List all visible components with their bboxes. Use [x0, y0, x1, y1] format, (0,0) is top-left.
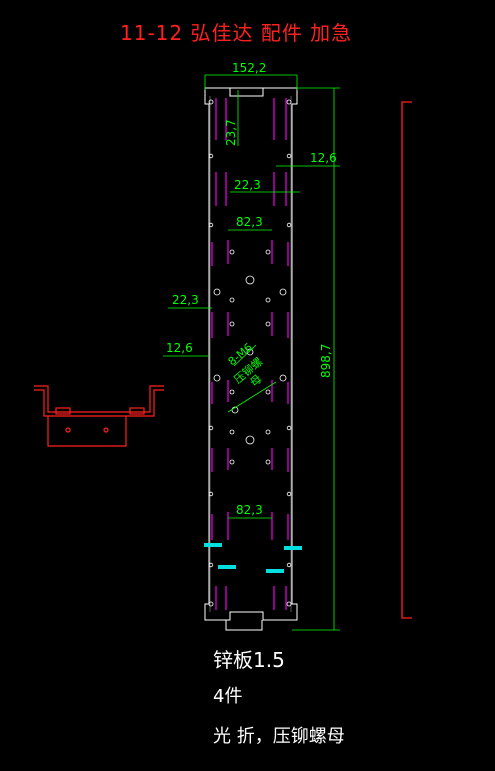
- side-bracket: [401, 101, 412, 619]
- plate-bottom-tab: [225, 620, 263, 631]
- dimension-lines: [163, 74, 340, 631]
- dim-inner-gap: 22,3: [234, 178, 261, 192]
- drawing-title: 11-12 弘佳达 配件 加急: [120, 21, 352, 45]
- cyan-markers: [204, 543, 302, 573]
- note-quantity: 4件: [213, 686, 242, 707]
- dim-total-height: 898,7: [319, 344, 333, 378]
- plate-top-notch: [229, 88, 264, 97]
- dim-right-edge: 12,6: [310, 151, 337, 165]
- dim-top-width: 152,2: [232, 61, 266, 75]
- dim-bottom-span: 82,3: [236, 503, 263, 517]
- note-material: 锌板1.5: [213, 648, 285, 672]
- dim-left-edge: 12,6: [166, 341, 193, 355]
- plate-outline: [204, 87, 298, 621]
- note-process: 光 折，压铆螺母: [213, 726, 345, 747]
- slots: [211, 98, 289, 610]
- dim-top-offset: 23,7: [224, 119, 238, 146]
- holes: [208, 99, 292, 607]
- dim-center-span: 82,3: [236, 215, 263, 229]
- dim-left-gap: 22,3: [172, 293, 199, 307]
- side-profile: [34, 385, 164, 447]
